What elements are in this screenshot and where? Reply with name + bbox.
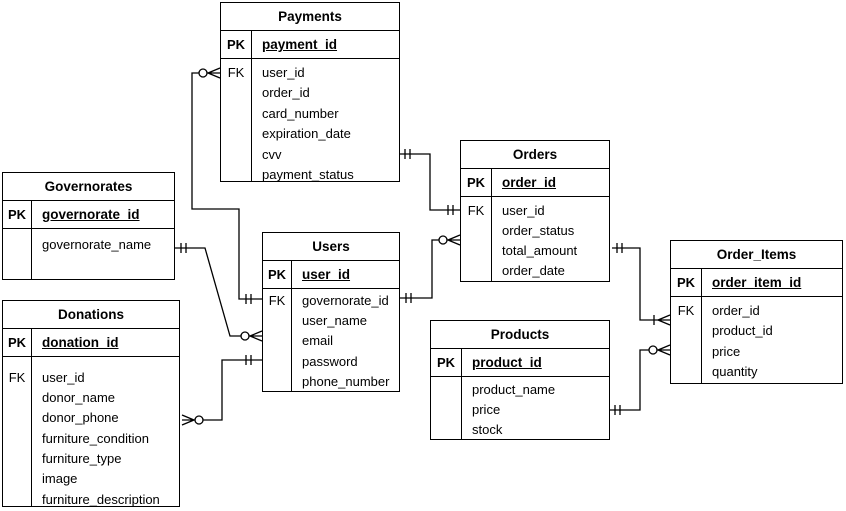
attribute: product_name xyxy=(472,382,556,397)
entity-governorates[interactable]: Governorates PK governorate_id governora… xyxy=(2,172,175,280)
key-column-divider xyxy=(31,328,33,506)
pk-attribute: payment_id xyxy=(262,37,338,52)
attribute: order_status xyxy=(502,223,575,238)
attribute: order_id xyxy=(262,85,310,101)
attribute: donor_name xyxy=(42,389,115,405)
pk-label: PK xyxy=(7,335,27,350)
fk-label: FK xyxy=(8,369,26,385)
relationship-payments-orders[interactable] xyxy=(400,149,460,215)
attribute: total_amount xyxy=(502,243,578,258)
attribute: governorate_name xyxy=(42,237,152,252)
pk-attribute: order_item_id xyxy=(712,275,802,290)
entity-title: Orders xyxy=(461,141,609,169)
entity-payments[interactable]: Payments PK payment_id FK user_id order_… xyxy=(220,2,400,182)
entity-orders[interactable]: Orders PK order_id FK user_id order_stat… xyxy=(460,140,610,282)
attribute: phone_number xyxy=(302,374,390,390)
pk-attribute: governorate_id xyxy=(42,207,140,222)
fk-label: FK xyxy=(677,303,695,318)
attribute: order_id xyxy=(712,303,760,318)
attribute: image xyxy=(42,471,78,487)
key-column-divider xyxy=(701,268,703,383)
entity-title: Donations xyxy=(3,301,179,329)
fk-label: FK xyxy=(467,203,485,218)
attribute: stock xyxy=(472,422,503,437)
pk-label: PK xyxy=(466,175,486,190)
relationship-users-payments[interactable] xyxy=(191,67,262,304)
attribute: user_id xyxy=(502,203,545,218)
key-column-divider xyxy=(251,30,253,181)
attribute: user_id xyxy=(262,64,305,80)
fk-label xyxy=(431,377,461,380)
entity-title: Products xyxy=(431,321,609,349)
fk-label: FK xyxy=(227,64,245,80)
relationship-orders-orderitems[interactable] xyxy=(612,243,671,326)
pk-label: PK xyxy=(436,355,456,370)
key-column-divider xyxy=(291,260,293,391)
relationship-governorates-users[interactable] xyxy=(175,243,263,342)
relationship-products-orderitems[interactable] xyxy=(610,344,671,415)
attribute: price xyxy=(472,402,501,417)
attribute: password xyxy=(302,353,358,369)
entity-title: Order_Items xyxy=(671,241,842,269)
pk-attribute: product_id xyxy=(472,355,542,370)
attribute: expiration_date xyxy=(262,126,351,142)
attribute: price xyxy=(712,343,741,359)
relationship-users-orders[interactable] xyxy=(400,234,461,303)
attribute: quantity xyxy=(712,363,758,379)
pk-label: PK xyxy=(676,275,696,290)
attribute: donor_phone xyxy=(42,410,119,426)
pk-label: PK xyxy=(7,207,27,222)
entity-title: Users xyxy=(263,233,399,261)
entity-users[interactable]: Users PK user_id FK governorate_id user_… xyxy=(262,232,400,392)
relationship-users-donations[interactable] xyxy=(181,355,262,426)
entity-products[interactable]: Products PK product_id product_name pric… xyxy=(430,320,610,440)
attribute: card_number xyxy=(262,105,339,121)
key-column-divider xyxy=(31,200,33,279)
fk-label xyxy=(3,229,31,235)
attribute: cvv xyxy=(262,146,282,162)
attribute: governorate_id xyxy=(302,292,389,308)
entity-order-items[interactable]: Order_Items PK order_item_id FK order_id… xyxy=(670,240,843,384)
key-column-divider xyxy=(491,168,493,281)
key-column-divider xyxy=(461,348,463,439)
attribute: user_name xyxy=(302,312,368,328)
entity-title: Governorates xyxy=(3,173,174,201)
attribute: furniture_type xyxy=(42,451,122,467)
attribute: user_id xyxy=(42,369,85,385)
attribute: furniture_description xyxy=(42,491,160,507)
entity-title: Payments xyxy=(221,3,399,31)
pk-attribute: order_id xyxy=(502,175,557,190)
pk-label: PK xyxy=(267,267,287,282)
pk-attribute: user_id xyxy=(302,267,351,282)
attribute: order_date xyxy=(502,263,565,278)
attribute: product_id xyxy=(712,323,773,339)
entity-donations[interactable]: Donations PK donation_id FK user_id dono… xyxy=(2,300,180,507)
attribute: payment_status xyxy=(262,167,354,183)
attribute: furniture_condition xyxy=(42,430,149,446)
fk-label: FK xyxy=(268,292,286,308)
pk-label: PK xyxy=(226,37,246,52)
attribute: email xyxy=(302,333,334,349)
pk-attribute: donation_id xyxy=(42,335,119,350)
